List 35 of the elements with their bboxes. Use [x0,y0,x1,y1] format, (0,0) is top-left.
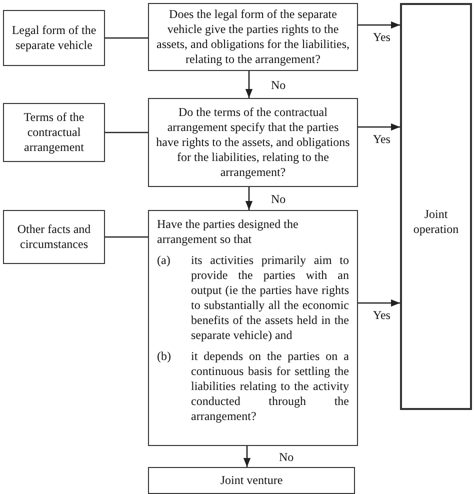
arrow [245,187,253,210]
connector-line [105,236,148,238]
item-marker: (a) [157,253,172,269]
node-text: Do the terms of the contractual arrangement specify that the parties have rights to the assets, and obligations for the liabilities, relating to the arrangement? [155,105,351,180]
edge-label: No [277,450,296,464]
arrow [245,71,253,98]
item-text: its activities primarily aim to provide the parties with an output (ie the parties have rights to substantially all the economic benefits of the assets held in the separate vehicle) and [191,253,349,343]
process-box [148,3,358,71]
arrow [358,299,400,307]
process-box [3,103,105,162]
arrow [358,123,400,131]
outcome-box [400,3,472,410]
node-text: Other facts and circumstances [16,222,92,252]
edge-label: Yes [371,31,392,44]
item-text: it depends on the parties on a continuous basis for settling the liabilities relating to the activity conducted through the arrangement? [191,349,349,424]
edge-label: No [269,192,288,206]
edge-label: Yes [371,309,392,322]
edge-label: Yes [371,133,392,146]
arrow [243,446,251,467]
connector-line [105,37,148,39]
process-box [148,98,358,187]
question-text: Have the parties designed the arrangement so that [157,217,300,247]
node-text: Terms of the contractual arrangement [22,110,86,155]
edge-label: No [269,78,288,92]
connector-line [105,132,148,134]
process-box [148,467,355,494]
process-box [3,10,105,66]
arrow [358,21,400,29]
decision-box [148,210,358,446]
node-text: Joint operation [412,207,460,237]
node-text: Joint venture [220,473,283,488]
item-marker: (b) [157,349,172,365]
node-text: Legal form of the separate vehicle [10,23,98,53]
process-box [3,210,105,264]
node-text: Does the legal form of the separate vehicle give the parties rights to the assets, and obligations for the liabilities, relating to the arrangement? [156,7,350,67]
